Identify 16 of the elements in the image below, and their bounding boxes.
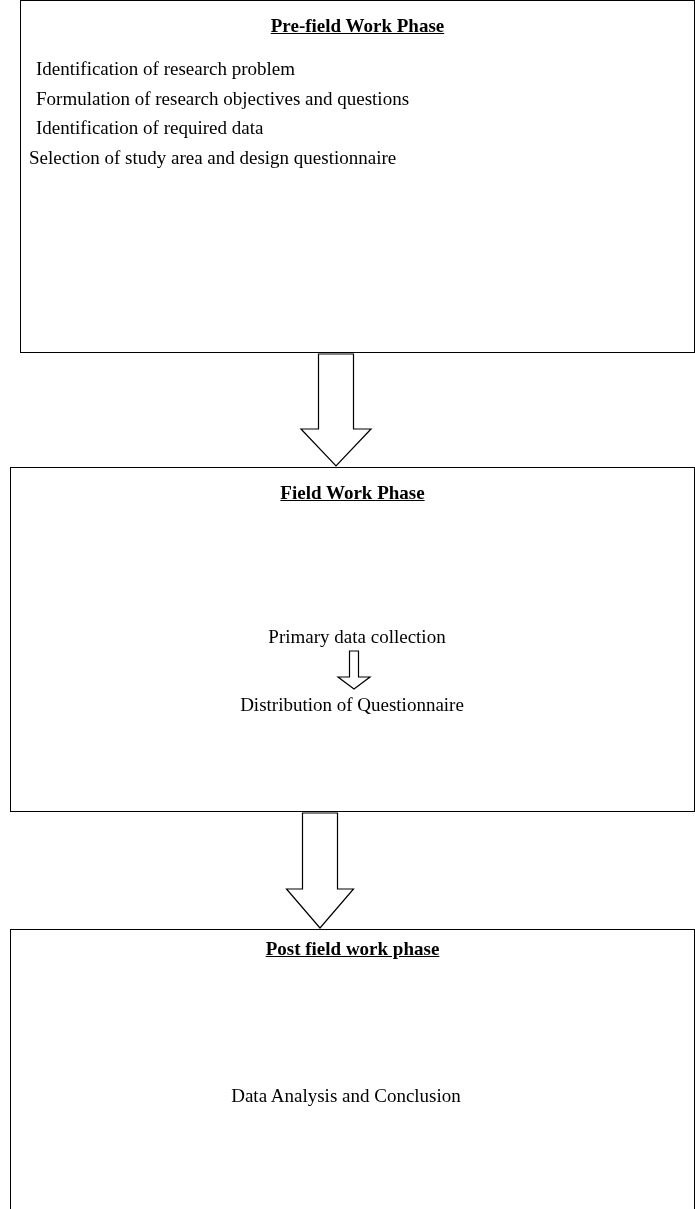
hollow-arrow (299, 353, 373, 467)
step-text: Distribution of Questionnaire (212, 691, 492, 719)
phase-heading: Pre-field Work Phase (269, 15, 446, 37)
phase-step-text: Data Analysis and Conclusion (230, 1085, 462, 1107)
phase-heading: Post field work phase (264, 938, 441, 960)
phase-step-text: Identification of required data (36, 117, 264, 139)
phase-step-text: Selection of study area and design questionnaire (29, 146, 397, 169)
phase-heading: Field Work Phase (279, 482, 426, 504)
phase-step-text: Identification of research problem (36, 58, 296, 80)
step-text: Primary data collection (247, 623, 467, 651)
hollow-arrow (285, 812, 355, 929)
phase-box (10, 467, 695, 812)
phase-box (10, 929, 695, 1209)
hollow-arrow (336, 650, 372, 690)
phase-box (20, 0, 695, 353)
phase-step-text: Formulation of research objectives and questions (36, 87, 410, 110)
